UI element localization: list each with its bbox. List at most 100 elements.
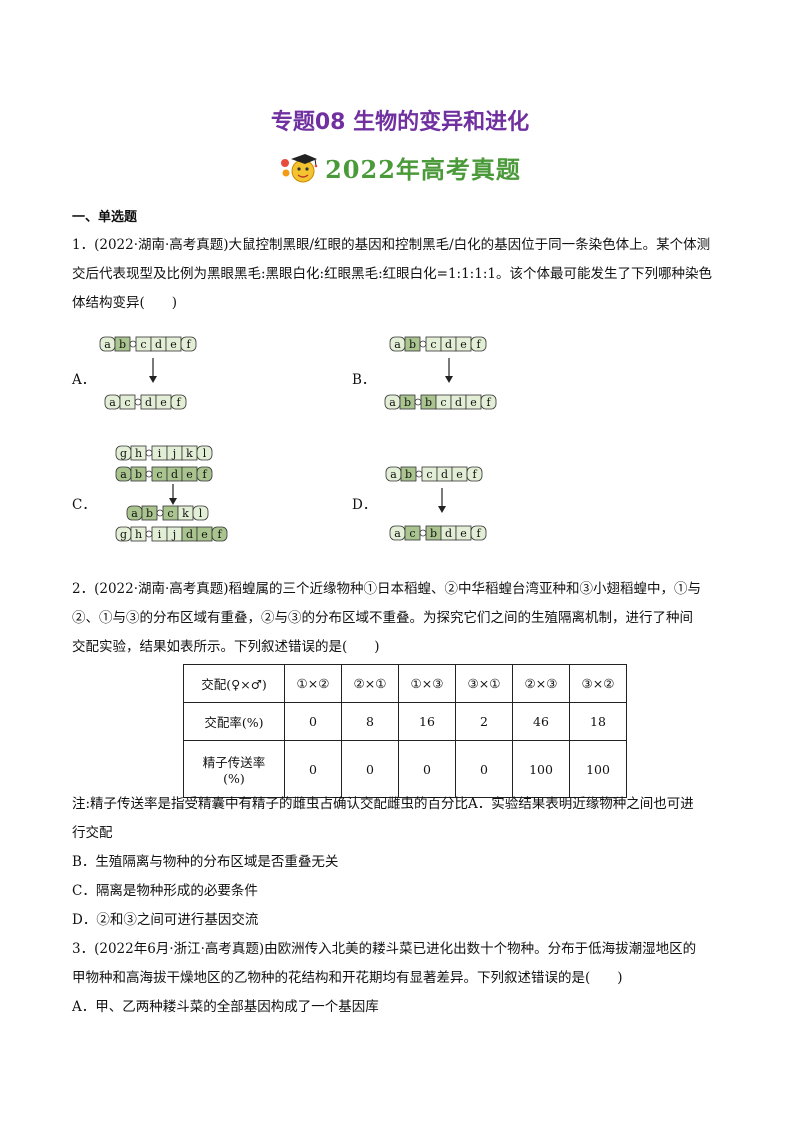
- gene-label: j: [171, 447, 176, 460]
- q2-line: 交配实验，结果如表所示。下列叙述错误的是( ): [72, 639, 380, 655]
- gene-label: c: [409, 527, 415, 540]
- gene-label: a: [109, 396, 116, 409]
- gene-label: c: [124, 396, 130, 409]
- gene-label: f: [486, 396, 491, 409]
- gene-segment: [466, 466, 483, 482]
- gene-label: k: [182, 507, 189, 520]
- gene-label: f: [176, 396, 181, 409]
- table-cell: 0: [398, 740, 456, 798]
- mating-table: 交配(♀×♂) ①×② ②×① ①×③ ③×① ②×③ ③×② 交配率(%) 0…: [183, 664, 627, 798]
- gene-label: g: [120, 528, 127, 541]
- gene-segment: [480, 394, 497, 410]
- gene-label: b: [146, 507, 153, 520]
- gene-label: d: [145, 396, 152, 409]
- centromere: [129, 340, 137, 348]
- gene-label: b: [430, 527, 437, 540]
- gene-label: i: [158, 528, 162, 541]
- q1-line: 1．(2022·湖南·高考真题)大鼠控制黑眼/红眼的基因和控制黑毛/白化的基因位…: [72, 237, 711, 253]
- table-cell: 100: [512, 740, 570, 798]
- table-header: ②×①: [341, 664, 399, 703]
- gene-label: a: [394, 527, 401, 540]
- table-row-label: 精子传送率 (%): [183, 740, 285, 798]
- centromere: [419, 529, 427, 537]
- gene-label: b: [405, 468, 412, 481]
- gene-label: e: [470, 396, 477, 409]
- gene-label: a: [389, 396, 396, 409]
- gene-label: c: [426, 468, 432, 481]
- centromere: [145, 530, 153, 538]
- option-a[interactable]: A．甲、乙两种耧斗菜的全部基因构成了一个基因库: [72, 999, 379, 1015]
- gene-label: f: [186, 338, 191, 351]
- question-1-text: 1．(2022·湖南·高考真题)大鼠控制黑眼/红眼的基因和控制黑毛/白化的基因位…: [72, 231, 732, 318]
- option-b[interactable]: B．生殖隔离与物种的分布区域是否重叠无关: [72, 854, 339, 870]
- option-c-label[interactable]: C．: [72, 497, 96, 513]
- table-cell: 2: [455, 702, 513, 741]
- gene-label: c: [167, 507, 173, 520]
- arrow-down-icon: [169, 484, 177, 505]
- gene-label: f: [472, 468, 477, 481]
- banner-text: 2022年高考真题: [325, 155, 521, 184]
- gene-label: a: [131, 507, 138, 520]
- gene-label: d: [445, 338, 452, 351]
- option-b-label[interactable]: B．: [352, 372, 376, 388]
- gene-label: d: [155, 338, 162, 351]
- option-d[interactable]: D．②和③之间可进行基因交流: [72, 912, 259, 928]
- year-banner: 2022年高考真题: [0, 150, 800, 189]
- gene-label: c: [140, 338, 146, 351]
- option-c[interactable]: C．隔离是物种形成的必要条件: [72, 883, 258, 899]
- centromere: [145, 470, 153, 478]
- gene-label: f: [202, 468, 207, 481]
- gene-label: h: [135, 528, 142, 541]
- gene-label: c: [156, 468, 162, 481]
- gene-label: d: [441, 468, 448, 481]
- table-header: ②×③: [512, 664, 570, 703]
- gene-label: d: [445, 527, 452, 540]
- table-header: ③×②: [569, 664, 627, 703]
- table-header: ①×②: [284, 664, 342, 703]
- table-header: ①×③: [398, 664, 456, 703]
- row-label-line: 精子传送率: [202, 755, 266, 770]
- table-header: ③×①: [455, 664, 513, 703]
- gene-segment: [196, 466, 213, 482]
- mascot-logo: [281, 153, 318, 182]
- table-cell: 0: [284, 702, 342, 741]
- gene-label: l: [199, 507, 203, 520]
- table-row-label: 交配率(%): [183, 702, 285, 741]
- table-cell: 8: [341, 702, 399, 741]
- gene-label: c: [430, 338, 436, 351]
- question-2-options: 注:精子传送率是指受精囊中有精子的雌虫占确认交配雌虫的百分比A．实验结果表明近缘…: [72, 790, 732, 935]
- gene-label: k: [186, 447, 193, 460]
- gene-label: b: [135, 468, 142, 481]
- gene-label: a: [120, 468, 127, 481]
- question-3-text: 3．(2022年6月·浙江·高考真题)由欧洲传入北美的耧斗菜已进化出数十个物种。…: [72, 935, 732, 1022]
- row-label-line: (%): [223, 771, 245, 786]
- table-cell: 0: [341, 740, 399, 798]
- gene-label: a: [394, 338, 401, 351]
- table-cell: 100: [569, 740, 627, 798]
- gene-label: e: [160, 396, 167, 409]
- gene-label: b: [425, 396, 432, 409]
- gene-label: j: [171, 528, 176, 541]
- gene-label: f: [217, 528, 222, 541]
- gene-segment: [196, 445, 213, 461]
- option-d-label[interactable]: D．: [352, 497, 377, 513]
- table-cell: 0: [455, 740, 513, 798]
- gene-label: e: [170, 338, 177, 351]
- section-heading: 一、单选题: [72, 210, 138, 225]
- q2-line: 2．(2022·湖南·高考真题)稻蝗属的三个近缘物种①日本稻蝗、②中华稻蝗台湾亚…: [72, 581, 702, 597]
- option-a-label[interactable]: A．: [72, 372, 96, 388]
- q1-line: 体结构变异( ): [72, 295, 178, 311]
- arrow-down-icon: [445, 358, 453, 383]
- gene-label: e: [201, 528, 208, 541]
- gene-label: b: [404, 396, 411, 409]
- gene-label: e: [460, 338, 467, 351]
- gene-label: c: [440, 396, 446, 409]
- gene-segment: [211, 526, 228, 542]
- gene-label: e: [460, 527, 467, 540]
- gene-segment: [180, 336, 197, 352]
- table-cell: 46: [512, 702, 570, 741]
- table-note: 注:精子传送率是指受精囊中有精子的雌虫占确认交配雌虫的百分比A．实验结果表明近缘…: [72, 796, 694, 812]
